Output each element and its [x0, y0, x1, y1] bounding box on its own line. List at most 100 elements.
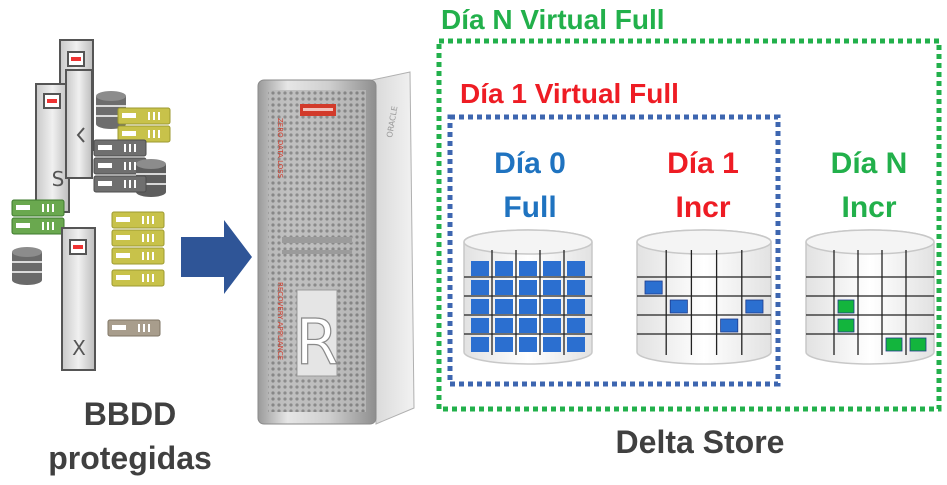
data-block	[519, 337, 537, 352]
bbdd-protegidas-label: BBDD protegidas	[20, 392, 240, 480]
mini-server-led	[16, 223, 30, 228]
mini-server-slot	[148, 324, 150, 332]
data-block	[471, 261, 489, 276]
drum-top	[463, 229, 593, 255]
appliance-side-text-top: ZERO DATA LOSS	[276, 118, 284, 179]
mini-server-led	[98, 163, 112, 168]
db-cylinder-top	[96, 91, 126, 101]
mini-server-slot	[42, 204, 44, 212]
mini-server-slot	[152, 234, 154, 242]
mini-server-unit	[11, 199, 65, 217]
mini-server-slot	[142, 274, 144, 282]
server-letter-s: S	[52, 167, 65, 191]
data-block	[495, 299, 513, 314]
mini-server-led	[116, 275, 130, 280]
data-block	[519, 261, 537, 276]
mini-server-unit	[111, 247, 165, 265]
mini-server-slot	[142, 252, 144, 260]
data-block	[519, 299, 537, 314]
data-block	[471, 280, 489, 295]
dia-0-full-label: Día 0 Full	[470, 142, 590, 230]
data-block	[720, 318, 739, 333]
mini-server-slot	[152, 252, 154, 260]
mini-server-slot	[148, 130, 150, 138]
dia-1-line1: Día 1	[667, 147, 739, 180]
dia-1-incr-drum	[636, 229, 772, 365]
dia-1-incr-label: Día 1 Incr	[643, 142, 763, 230]
dia-n-line2: Incr	[841, 191, 897, 224]
dia-n-incr-drum	[805, 229, 935, 365]
data-block	[909, 337, 927, 352]
drum-top	[805, 229, 935, 255]
mini-server-slot	[129, 180, 131, 188]
data-block	[885, 337, 903, 352]
mini-server-slot	[158, 112, 160, 120]
mini-server-led	[98, 145, 112, 150]
dia-0-line1: Día 0	[494, 147, 566, 180]
mini-server-unit	[93, 139, 147, 157]
mini-server-unit	[111, 269, 165, 287]
mini-server-unit	[93, 175, 147, 193]
mini-server-unit	[11, 217, 65, 235]
recovery-appliance-rack: R ZERO DATA LOSS RECOVERY APPLIANCE ORAC…	[257, 71, 415, 425]
mini-server-led	[116, 253, 130, 258]
mini-server-slot	[147, 252, 149, 260]
mini-server-slot	[147, 216, 149, 224]
bbdd-line1: BBDD	[83, 396, 177, 432]
dia-1-line2: Incr	[675, 191, 731, 224]
mini-server-slot	[129, 162, 131, 170]
mini-server-led	[122, 113, 136, 118]
mini-server-slot	[158, 130, 160, 138]
mini-server-slot	[47, 222, 49, 230]
dia-1-virtual-full-frame	[447, 114, 781, 387]
dia-n-line1: Día N	[830, 147, 908, 180]
mini-server-slot	[143, 324, 145, 332]
mini-server-led	[98, 181, 112, 186]
appliance-side-text-bottom: RECOVERY APPLIANCE	[276, 282, 284, 360]
data-block	[745, 299, 764, 314]
data-block	[567, 299, 585, 314]
data-block	[543, 299, 561, 314]
data-block	[543, 261, 561, 276]
mini-server-slot	[134, 162, 136, 170]
mini-server-slot	[134, 180, 136, 188]
dia-n-virtual-full-label: Día N Virtual Full	[441, 4, 665, 35]
mini-server-led	[122, 131, 136, 136]
drum-top	[636, 229, 772, 255]
data-block	[519, 280, 537, 295]
mini-server-slot	[147, 234, 149, 242]
data-block	[543, 280, 561, 295]
data-block	[543, 318, 561, 333]
mini-server-slot	[152, 216, 154, 224]
mini-server-slot	[142, 234, 144, 242]
mini-server-slot	[129, 144, 131, 152]
appliance-letter: R	[295, 306, 338, 379]
dia-0-line2: Full	[503, 191, 557, 224]
data-block	[471, 299, 489, 314]
mini-server-led	[16, 205, 30, 210]
mini-server-unit	[111, 211, 165, 229]
mini-server-slot	[138, 324, 140, 332]
server-letter-x: X	[72, 336, 86, 360]
mini-server-slot	[47, 204, 49, 212]
arrow-right-icon	[181, 220, 252, 294]
data-block	[669, 299, 688, 314]
data-block	[495, 280, 513, 295]
data-block	[837, 318, 855, 333]
mini-server-slot	[142, 216, 144, 224]
mini-server-unit	[107, 319, 161, 337]
dia-n-incr-label: Día N Incr	[809, 142, 929, 230]
db-cylinder-top	[136, 159, 166, 169]
dia-n-virtual-full-frame	[436, 38, 942, 412]
mini-server-led	[116, 235, 130, 240]
data-block	[567, 318, 585, 333]
db-cylinder-base	[12, 275, 42, 285]
mini-server-unit	[111, 229, 165, 247]
data-block	[519, 318, 537, 333]
data-block	[495, 318, 513, 333]
mini-server-unit	[117, 107, 171, 125]
data-block	[567, 337, 585, 352]
mini-server-slot	[134, 144, 136, 152]
mini-server-slot	[148, 112, 150, 120]
